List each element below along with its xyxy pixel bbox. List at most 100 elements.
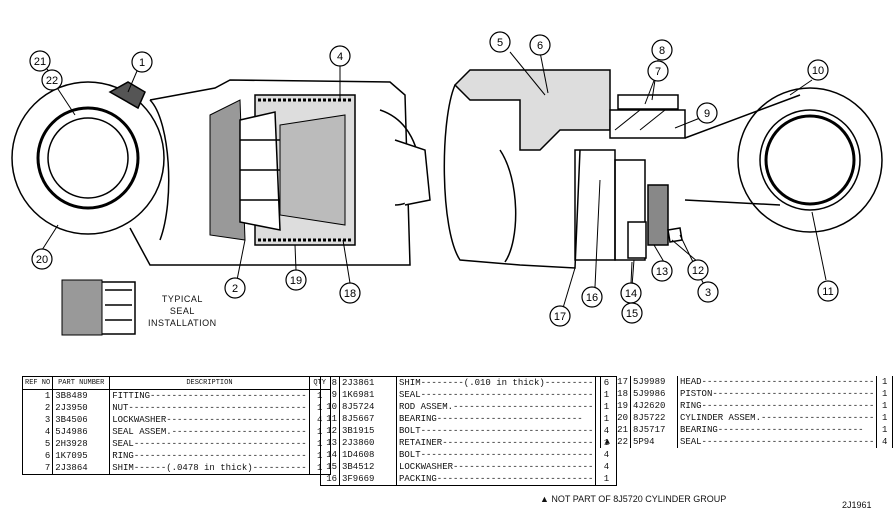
cell-qty: 1 <box>316 427 323 437</box>
cell-mark <box>601 400 614 412</box>
cylinder-assembly-drawing <box>11 79 431 266</box>
seal-installation-note: TYPICAL SEAL INSTALLATION <box>148 293 217 329</box>
cell-desc: BOLT-------------------------------- <box>396 449 597 461</box>
callout-21: 21 <box>29 50 51 72</box>
cell-qty: 1 <box>316 439 323 449</box>
cell-pn: 1K7095 <box>52 450 111 462</box>
callout-8: 8 <box>651 39 673 61</box>
cell-ref: 7 <box>22 462 54 475</box>
cell-pn: 4J2620 <box>629 400 678 412</box>
cell-ref: 20 <box>617 413 628 423</box>
cell-qty: 4 <box>316 415 323 425</box>
cell-pn: 2J3950 <box>52 402 111 414</box>
svg-text:19: 19 <box>290 275 302 287</box>
cell-qty: 1 <box>603 414 610 424</box>
cell-qty: 4 <box>603 426 610 436</box>
cell-ref: 6 <box>22 450 54 462</box>
svg-text:8: 8 <box>659 45 665 57</box>
rod-assembly-drawing <box>443 69 883 269</box>
svg-text:3: 3 <box>705 287 711 299</box>
cell-desc: LOCKWASHER-------------------------- <box>109 414 310 426</box>
cell-qty: 1 <box>603 438 610 448</box>
cell-mark: ▲ <box>604 437 611 447</box>
cell-qty: 1 <box>316 451 323 461</box>
svg-text:5: 5 <box>497 37 503 49</box>
cell-desc: BEARING--------------------------- <box>677 424 878 436</box>
callout-13: 13 <box>651 260 673 282</box>
cell-pn: 3B4506 <box>52 414 111 426</box>
cell-ref: 11 <box>320 413 340 425</box>
callout-19: 19 <box>285 269 307 291</box>
cell-desc: FITTING----------------------------- <box>109 389 310 402</box>
ref-no-header: REF NO <box>22 376 54 390</box>
svg-text:20: 20 <box>36 254 48 266</box>
cell-ref: 9 <box>320 389 340 401</box>
callout-2: 2 <box>224 277 246 299</box>
cell-pn: 5J9989 <box>629 376 678 388</box>
callout-22: 22 <box>41 69 63 91</box>
svg-text:15: 15 <box>626 308 638 320</box>
callout-5: 5 <box>489 31 511 53</box>
cell-pn: 8J5717 <box>629 424 678 436</box>
cell-desc: PACKING----------------------------- <box>396 473 597 486</box>
cell-desc: RETAINER---------------------------- <box>396 437 597 449</box>
callout-20: 20 <box>31 248 53 270</box>
cell-qty: 1 <box>881 401 888 411</box>
cell-desc: LOCKWASHER-------------------------- <box>396 461 597 473</box>
cell-mark <box>601 424 614 436</box>
cell-pn: 2J3864 <box>52 462 111 475</box>
callout-18: 18 <box>339 282 361 304</box>
footnote: ▲ NOT PART OF 8J5720 CYLINDER GROUP <box>540 494 727 504</box>
cell-qty: 1 <box>603 474 610 484</box>
cell-ref: 16 <box>320 473 340 486</box>
callout-11: 11 <box>817 280 839 302</box>
cell-desc: SHIM--------(.010 in thick)--------- <box>396 376 597 389</box>
cell-qty: 1 <box>316 403 323 413</box>
cell-ref: 14 <box>320 449 340 461</box>
cell-qty: 6 <box>603 378 610 388</box>
callout-4: 4 <box>329 45 351 67</box>
svg-text:1: 1 <box>139 57 145 69</box>
cell-ref: 22 <box>617 437 628 447</box>
part-number-header: PART NUMBER <box>52 376 111 390</box>
callout-17: 17 <box>549 305 571 327</box>
svg-text:7: 7 <box>655 66 661 78</box>
cell-qty: 4 <box>881 437 888 447</box>
cell-desc: ROD ASSEM.-------------------------- <box>396 401 597 413</box>
svg-text:22: 22 <box>46 75 58 87</box>
cell-ref: 10 <box>320 401 340 413</box>
svg-text:13: 13 <box>656 266 668 278</box>
cell-mark <box>601 376 614 388</box>
callout-7: 7 <box>647 60 669 82</box>
svg-text:18: 18 <box>344 288 356 300</box>
cell-mark <box>601 388 614 400</box>
cell-ref: 2 <box>22 402 54 414</box>
cell-ref: 4 <box>22 426 54 438</box>
note-line-1: TYPICAL <box>161 294 203 304</box>
cell-desc: BOLT-------------------------------- <box>396 425 597 437</box>
callout-14: 14 <box>620 282 642 304</box>
svg-text:6: 6 <box>537 40 543 52</box>
cell-desc: RING-------------------------------- <box>109 450 310 462</box>
cell-desc: RING-------------------------------- <box>677 400 878 412</box>
callout-16: 16 <box>581 286 603 308</box>
cell-ref: 1 <box>22 389 54 402</box>
cell-desc: NUT--------------------------------- <box>109 402 310 414</box>
